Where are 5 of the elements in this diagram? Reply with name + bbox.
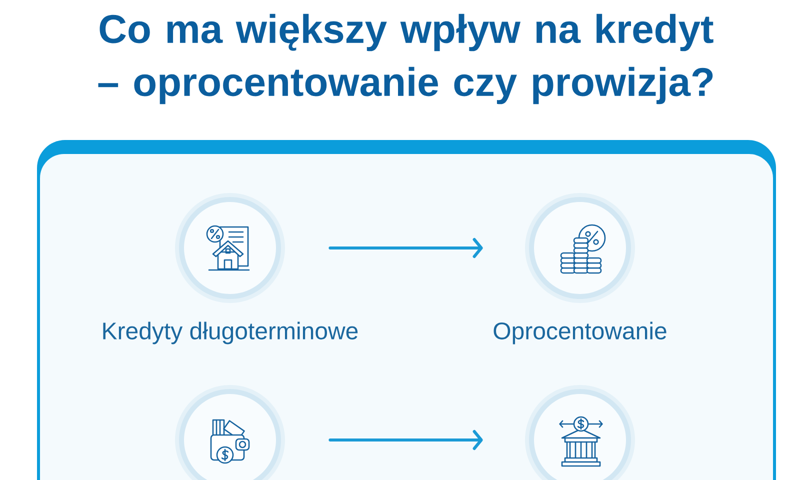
node-label: Kredyty długoterminowe — [103, 322, 358, 344]
arrow — [328, 238, 483, 258]
title: Co ma większy wpływ na kredyt – oprocentowanie czy prowizja? — [98, 14, 714, 104]
node-label: Oprocentowanie — [494, 322, 666, 344]
arrow — [328, 430, 483, 450]
